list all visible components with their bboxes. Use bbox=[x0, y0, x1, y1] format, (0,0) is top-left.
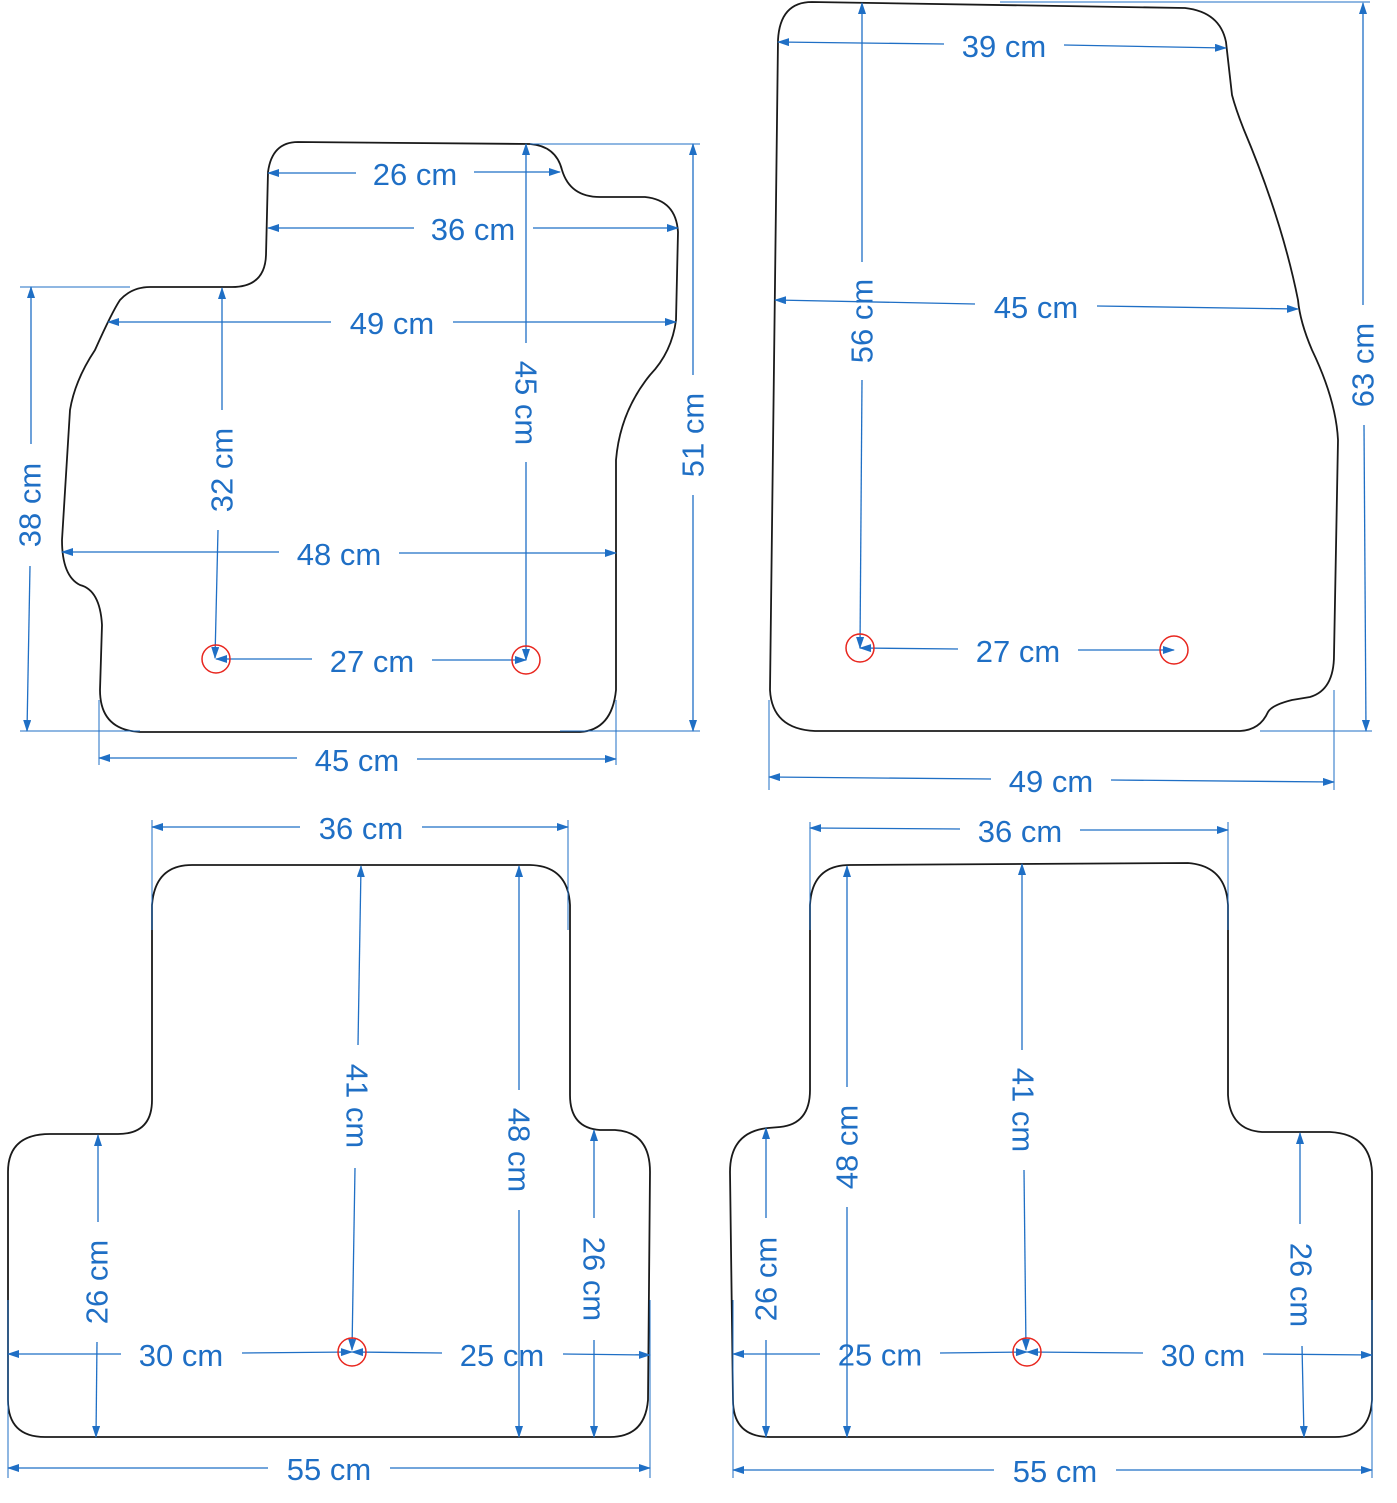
dimension-26cm-right: 26 cm bbox=[1284, 1132, 1319, 1438]
dimension-label: 49 cm bbox=[350, 306, 434, 341]
fixing-clip-marker bbox=[1012, 1337, 1042, 1367]
rear-right-mat: 36 cm 41 cm 48 cm 26 cm 26 cm 25 cm bbox=[729, 814, 1373, 1489]
front-left-mat: 26 cm 36 cm 49 cm 45 cm 32 cm 48 cm bbox=[13, 141, 711, 778]
dimension-label: 30 cm bbox=[139, 1338, 223, 1373]
dimension-label: 55 cm bbox=[1013, 1454, 1097, 1489]
extension-lines bbox=[768, 1, 1372, 790]
dimension-label: 25 cm bbox=[460, 1338, 544, 1373]
dimension-32cm-vertical: 32 cm bbox=[205, 287, 240, 659]
extension-lines bbox=[7, 820, 651, 1478]
dimension-26cm-left: 26 cm bbox=[749, 1127, 784, 1438]
dimension-27cm: 27 cm bbox=[215, 644, 527, 679]
mat-outline bbox=[7, 864, 651, 1438]
dimension-26cm-left: 26 cm bbox=[80, 1134, 115, 1438]
dimension-label: 41 cm bbox=[1006, 1068, 1041, 1152]
dimension-45cm: 45 cm bbox=[774, 290, 1299, 325]
dimension-38cm-vertical: 38 cm bbox=[13, 286, 48, 732]
dimension-label: 45 cm bbox=[509, 361, 544, 445]
dimension-label: 56 cm bbox=[845, 279, 880, 363]
dimension-label: 36 cm bbox=[978, 814, 1062, 849]
dimension-41cm-vertical: 41 cm bbox=[340, 865, 375, 1351]
fixing-clip-marker bbox=[1159, 635, 1189, 665]
dimension-25cm: 25 cm bbox=[732, 1338, 1028, 1373]
dimension-label: 25 cm bbox=[838, 1338, 922, 1373]
dimension-label: 27 cm bbox=[976, 634, 1060, 669]
dimension-55cm-bottom: 55 cm bbox=[7, 1452, 651, 1487]
dimension-36cm: 36 cm bbox=[809, 814, 1229, 849]
dimension-39cm: 39 cm bbox=[777, 29, 1227, 64]
dimension-30cm: 30 cm bbox=[7, 1338, 353, 1373]
dimension-45cm-vertical: 45 cm bbox=[509, 143, 544, 661]
dimension-26cm-right: 26 cm bbox=[577, 1129, 612, 1438]
dimension-41cm-vertical: 41 cm bbox=[1006, 863, 1041, 1351]
dimension-label: 30 cm bbox=[1161, 1338, 1245, 1373]
dimension-63cm-vertical: 63 cm bbox=[1346, 2, 1381, 732]
dimension-48cm: 48 cm bbox=[61, 537, 617, 572]
dimension-label: 45 cm bbox=[315, 743, 399, 778]
dimension-label: 36 cm bbox=[319, 811, 403, 846]
dimension-label: 51 cm bbox=[676, 393, 711, 477]
rear-left-mat: 36 cm 41 cm 48 cm 26 cm 26 cm 30 cm bbox=[7, 811, 651, 1487]
dimension-label: 26 cm bbox=[577, 1237, 612, 1321]
dimension-49cm: 49 cm bbox=[107, 306, 677, 341]
fixing-clip-marker bbox=[511, 645, 541, 675]
dimension-48cm-vertical: 48 cm bbox=[830, 865, 865, 1438]
dimension-label: 26 cm bbox=[373, 157, 457, 192]
dimension-label: 26 cm bbox=[80, 1240, 115, 1324]
dimension-36cm: 36 cm bbox=[267, 212, 679, 247]
dimension-label: 38 cm bbox=[13, 463, 48, 547]
dimension-label: 26 cm bbox=[749, 1237, 784, 1321]
dimension-label: 55 cm bbox=[287, 1452, 371, 1487]
dimension-56cm-vertical: 56 cm bbox=[845, 2, 880, 649]
extension-lines bbox=[20, 143, 700, 765]
dimension-label: 39 cm bbox=[962, 29, 1046, 64]
dimension-25cm: 25 cm bbox=[351, 1338, 651, 1373]
extension-lines bbox=[732, 822, 1373, 1478]
dimension-label: 41 cm bbox=[340, 1064, 375, 1148]
dimension-label: 48 cm bbox=[502, 1108, 537, 1192]
dimension-27cm: 27 cm bbox=[859, 634, 1175, 669]
dimension-label: 27 cm bbox=[330, 644, 414, 679]
fixing-clip-marker bbox=[337, 1337, 367, 1367]
dimension-36cm: 36 cm bbox=[151, 811, 569, 846]
dimension-label: 49 cm bbox=[1009, 764, 1093, 799]
dimension-label: 36 cm bbox=[431, 212, 515, 247]
mat-outline bbox=[61, 141, 679, 733]
dimension-label: 63 cm bbox=[1346, 323, 1381, 407]
dimension-48cm-vertical: 48 cm bbox=[502, 865, 537, 1438]
mat-outline bbox=[769, 1, 1339, 732]
dimension-label: 48 cm bbox=[830, 1105, 865, 1189]
dimension-49cm-bottom: 49 cm bbox=[768, 764, 1335, 799]
dimension-51cm-vertical: 51 cm bbox=[676, 143, 711, 732]
dimension-label: 48 cm bbox=[297, 537, 381, 572]
dimension-55cm-bottom: 55 cm bbox=[732, 1454, 1373, 1489]
fixing-clip-marker bbox=[845, 633, 875, 663]
dimension-label: 32 cm bbox=[205, 428, 240, 512]
mat-outline bbox=[729, 862, 1373, 1438]
dimension-45cm-bottom: 45 cm bbox=[98, 743, 617, 778]
dimension-label: 26 cm bbox=[1284, 1243, 1319, 1327]
fixing-clip-marker bbox=[201, 644, 231, 674]
dimension-30cm: 30 cm bbox=[1026, 1338, 1373, 1373]
front-right-mat: 39 cm 45 cm 56 cm 27 cm 63 cm 49 cm bbox=[768, 1, 1381, 799]
dimension-26cm-top: 26 cm bbox=[267, 157, 561, 192]
dimension-label: 45 cm bbox=[994, 290, 1078, 325]
